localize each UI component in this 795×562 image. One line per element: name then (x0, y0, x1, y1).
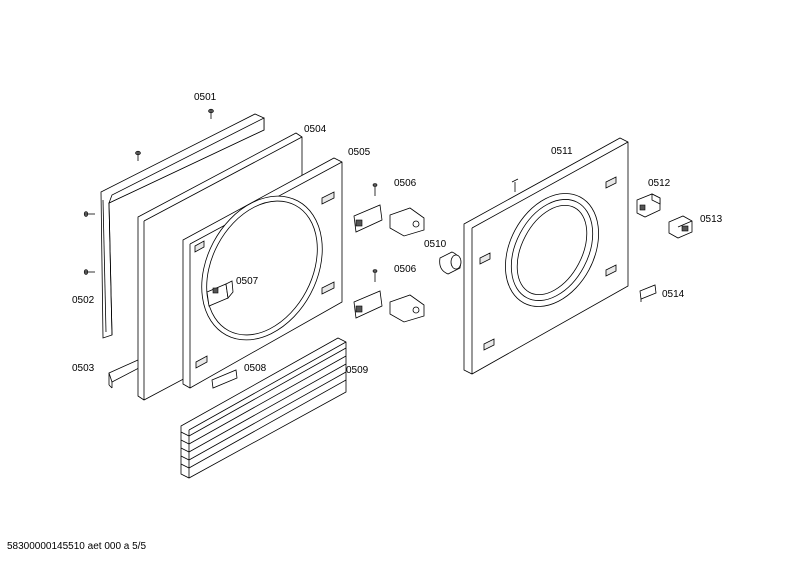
label-0504: 0504 (304, 124, 327, 135)
screw-0501-top (208, 108, 214, 119)
screw-0502-b (83, 269, 95, 275)
label-0513: 0513 (700, 214, 723, 225)
label-0501: 0501 (194, 92, 217, 103)
screw-0501-left (135, 150, 141, 161)
label-0506-lower: 0506 (394, 264, 417, 275)
screw-0502-a (83, 211, 95, 217)
bracket-0506-upper (353, 183, 425, 237)
inner-frame-0505 (182, 157, 343, 389)
front-panel-0511 (463, 137, 629, 375)
label-0505: 0505 (348, 147, 371, 158)
label-0510: 0510 (424, 239, 447, 250)
bracket-0506-lower (353, 269, 425, 323)
label-0508: 0508 (244, 363, 267, 374)
switch-0512 (636, 193, 661, 218)
label-0511: 0511 (551, 146, 573, 157)
label-0507: 0507 (236, 276, 259, 287)
latch-0507 (206, 280, 234, 307)
label-0514: 0514 (662, 289, 685, 300)
part-0514 (639, 284, 657, 302)
knob-0510 (439, 251, 462, 275)
label-0503: 0503 (72, 363, 95, 374)
drawing-reference-footer: 58300000145510 aet 000 a 5/5 (7, 541, 147, 552)
label-0509: 0509 (346, 365, 369, 376)
part-0513 (668, 215, 693, 239)
label-0512: 0512 (648, 178, 671, 189)
label-0502: 0502 (72, 295, 95, 306)
part-0508 (211, 369, 238, 389)
label-0506-upper: 0506 (394, 178, 417, 189)
frame-0502 (100, 113, 265, 339)
grille-0509 (180, 337, 347, 479)
